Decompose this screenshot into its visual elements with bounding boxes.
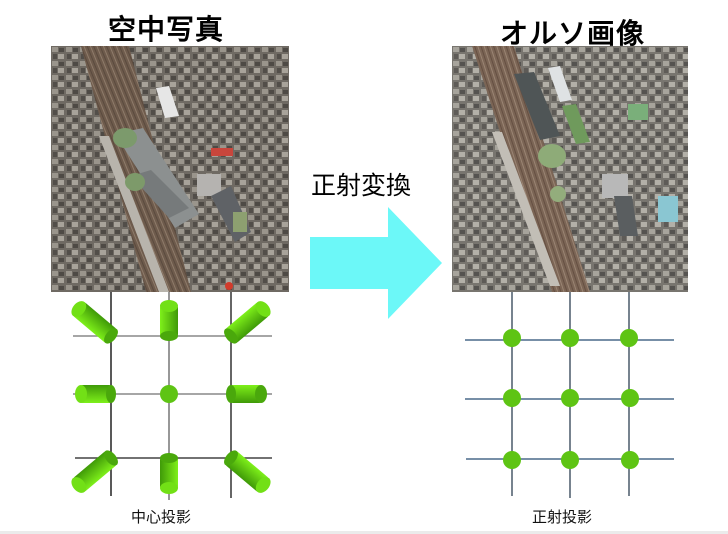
point-6 — [621, 389, 639, 407]
central-projection-caption: 中心投影 — [131, 508, 192, 526]
bottom-divider — [0, 531, 728, 534]
orthorectification-label: 正射変換 — [311, 171, 412, 200]
pillar-middle-left — [75, 385, 116, 403]
point-3 — [620, 329, 638, 347]
aerial-photo-title: 空中写真 — [108, 13, 225, 46]
point-7 — [503, 451, 521, 469]
pillar-bottom-center — [160, 453, 178, 494]
pillar-center — [160, 385, 178, 403]
aerial-photo — [51, 46, 289, 292]
point-9 — [621, 451, 639, 469]
pillar-bottom-right — [224, 450, 271, 493]
pillar-middle-right — [226, 385, 267, 403]
pillar-top-right — [224, 301, 271, 344]
orthographic-projection-caption: 正射投影 — [532, 508, 593, 526]
central-projection-diagram — [60, 292, 290, 502]
point-1 — [503, 329, 521, 347]
point-8 — [561, 451, 579, 469]
transform-arrow-icon — [310, 207, 442, 319]
ortho-image-title: オルソ画像 — [500, 17, 646, 50]
orthographic-projection-diagram — [460, 292, 680, 502]
pillar-top-left — [71, 301, 118, 344]
point-4 — [503, 389, 521, 407]
ortho-image — [452, 46, 688, 292]
point-5 — [561, 389, 579, 407]
pillar-bottom-left — [71, 450, 118, 493]
pillar-top-center — [160, 300, 178, 341]
point-2 — [561, 329, 579, 347]
